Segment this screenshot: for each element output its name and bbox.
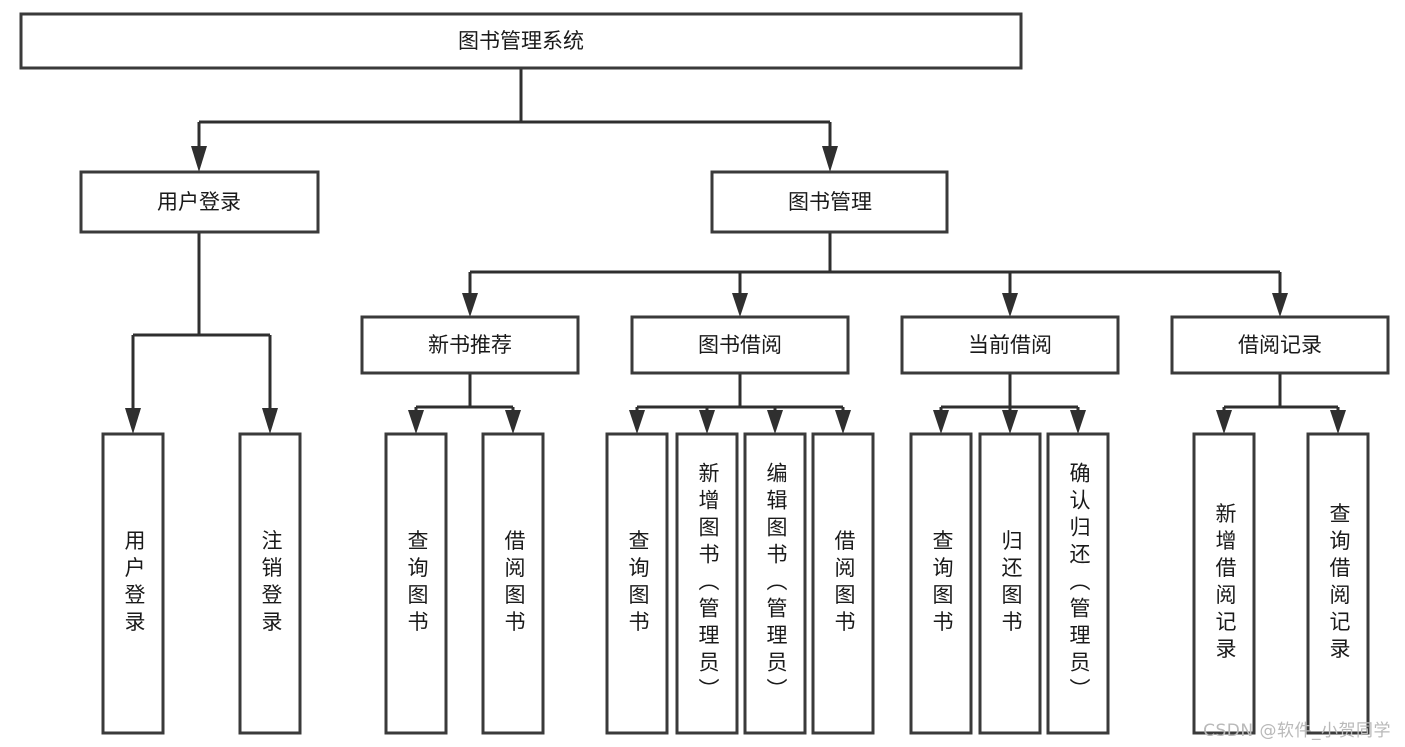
leaf-bb-add-book[interactable]: 新增图书（管理员） — [675, 432, 739, 735]
arrow-head-nb-leaf-2 — [505, 410, 521, 434]
arrow-head-cb-leaf-2 — [1002, 410, 1018, 434]
leaf-logout-box[interactable] — [238, 432, 302, 735]
leaf-bb-edit-book-label: 编辑图书（管理员） — [764, 462, 788, 705]
node-book-manage-label: 图书管理 — [788, 190, 872, 214]
leaf-br-query-record-box[interactable] — [1306, 432, 1370, 735]
leaf-br-query-record[interactable]: 查询借阅记录 — [1306, 432, 1370, 735]
leaf-cb-return-book-label: 归还图书 — [999, 530, 1023, 638]
node-user-login[interactable]: 用户登录 — [79, 170, 320, 234]
leaf-bb-borrow-book-label: 借阅图书 — [832, 530, 856, 638]
node-book-manage[interactable]: 图书管理 — [710, 170, 949, 234]
arrow-head-borrow-record — [1272, 293, 1288, 317]
leaf-bb-edit-book[interactable]: 编辑图书（管理员） — [743, 432, 807, 735]
arrow-head-book-borrow — [732, 293, 748, 317]
arrow-head-bb-leaf-2 — [699, 410, 715, 434]
leaf-bb-edit-book-box[interactable] — [743, 432, 807, 735]
arrow-head-leaf-logout — [262, 408, 278, 434]
arrow-head-bb-leaf-3 — [767, 410, 783, 434]
leaf-br-add-record[interactable]: 新增借阅记录 — [1192, 432, 1256, 735]
leaf-nb-borrow-book-label: 借阅图书 — [502, 530, 526, 638]
node-new-book-recommend-box[interactable] — [360, 315, 580, 375]
node-user-login-box[interactable] — [79, 170, 320, 234]
arrow-head-user-login — [191, 146, 207, 172]
node-new-book-recommend[interactable]: 新书推荐 — [360, 315, 580, 375]
node-new-book-recommend-label: 新书推荐 — [428, 333, 512, 357]
leaf-br-query-record-label: 查询借阅记录 — [1327, 503, 1351, 665]
arrow-head-cb-leaf-3 — [1070, 410, 1086, 434]
node-borrow-record-box[interactable] — [1170, 315, 1390, 375]
leaf-nb-borrow-book-box[interactable] — [481, 432, 545, 735]
arrow-head-br-leaf-2 — [1330, 410, 1346, 434]
node-book-manage-box[interactable] — [710, 170, 949, 234]
leaf-cb-confirm-return-box[interactable] — [1046, 432, 1110, 735]
node-current-borrow-label: 当前借阅 — [968, 333, 1052, 357]
node-current-borrow[interactable]: 当前借阅 — [900, 315, 1120, 375]
leaf-nb-query-book[interactable]: 查询图书 — [384, 432, 448, 735]
leaf-bb-query-book-box[interactable] — [605, 432, 669, 735]
arrow-head-current-borrow — [1002, 293, 1018, 317]
node-root[interactable]: 图书管理系统 — [19, 12, 1023, 70]
arrow-head-book-manage — [822, 146, 838, 172]
leaf-cb-return-book[interactable]: 归还图书 — [978, 432, 1042, 735]
leaf-nb-borrow-book[interactable]: 借阅图书 — [481, 432, 545, 735]
watermark: CSDN @软件_小贺同学 — [1203, 721, 1391, 741]
leaf-user-login-label: 用户登录 — [122, 530, 146, 638]
leaf-logout-label: 注销登录 — [259, 530, 283, 638]
arrow-head-bb-leaf-4 — [835, 410, 851, 434]
node-book-borrow-label: 图书借阅 — [698, 333, 782, 357]
arrow-head-leaf-user-login — [125, 408, 141, 434]
leaf-logout[interactable]: 注销登录 — [238, 432, 302, 735]
arrow-head-br-leaf-1 — [1216, 410, 1232, 434]
leaf-cb-query-book[interactable]: 查询图书 — [909, 432, 973, 735]
node-current-borrow-box[interactable] — [900, 315, 1120, 375]
leaf-br-add-record-box[interactable] — [1192, 432, 1256, 735]
leaf-bb-add-book-box[interactable] — [675, 432, 739, 735]
arrow-head-nb-leaf-1 — [408, 410, 424, 434]
node-book-borrow-box[interactable] — [630, 315, 850, 375]
leaf-bb-borrow-book[interactable]: 借阅图书 — [811, 432, 875, 735]
node-book-borrow[interactable]: 图书借阅 — [630, 315, 850, 375]
leaf-bb-query-book-label: 查询图书 — [626, 530, 650, 638]
leaf-bb-query-book[interactable]: 查询图书 — [605, 432, 669, 735]
node-borrow-record[interactable]: 借阅记录 — [1170, 315, 1390, 375]
leaf-cb-confirm-return-label: 确认归还（管理员） — [1067, 462, 1091, 705]
leaf-bb-borrow-book-box[interactable] — [811, 432, 875, 735]
leaf-cb-confirm-return[interactable]: 确认归还（管理员） — [1046, 432, 1110, 735]
arrow-head-cb-leaf-1 — [933, 410, 949, 434]
arrow-head-bb-leaf-1 — [629, 410, 645, 434]
leaf-cb-query-book-label: 查询图书 — [930, 530, 954, 638]
node-borrow-record-label: 借阅记录 — [1238, 333, 1322, 357]
leaf-cb-return-book-box[interactable] — [978, 432, 1042, 735]
leaf-nb-query-book-box[interactable] — [384, 432, 448, 735]
node-root-box[interactable] — [19, 12, 1023, 70]
leaf-user-login-box[interactable] — [101, 432, 165, 735]
leaf-bb-add-book-label: 新增图书（管理员） — [696, 462, 720, 705]
leaf-user-login[interactable]: 用户登录 — [101, 432, 165, 735]
arrow-head-new-book — [462, 293, 478, 317]
leaf-nb-query-book-label: 查询图书 — [405, 530, 429, 638]
node-root-label: 图书管理系统 — [458, 29, 584, 53]
connector-layer — [125, 68, 1346, 434]
leaf-br-add-record-label: 新增借阅记录 — [1213, 503, 1237, 665]
leaf-cb-query-book-box[interactable] — [909, 432, 973, 735]
node-user-login-label: 用户登录 — [157, 190, 241, 214]
